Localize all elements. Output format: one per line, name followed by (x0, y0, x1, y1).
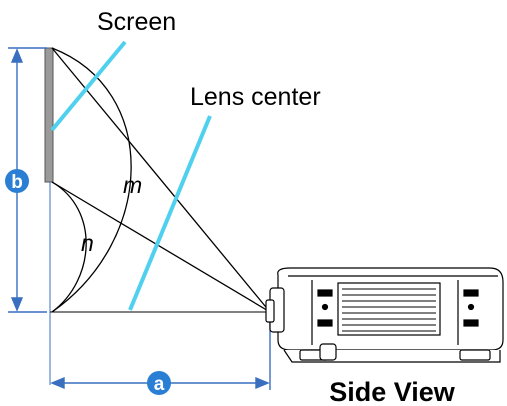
lens-center-label: Lens center (190, 83, 321, 111)
side-view-caption: Side View (329, 377, 456, 406)
badge-a: a (147, 371, 171, 395)
svg-text:b: b (11, 172, 23, 193)
projector-side-icon (265, 267, 504, 363)
screen-panel (44, 47, 54, 183)
projection-rays (51, 47, 271, 313)
svg-text:a: a (154, 374, 165, 395)
screen-label: Screen (97, 8, 176, 36)
guide-lines (50, 40, 212, 311)
badge-b: b (5, 169, 29, 193)
arc-m-label: m (123, 172, 142, 198)
arc-n-label: n (81, 230, 94, 256)
